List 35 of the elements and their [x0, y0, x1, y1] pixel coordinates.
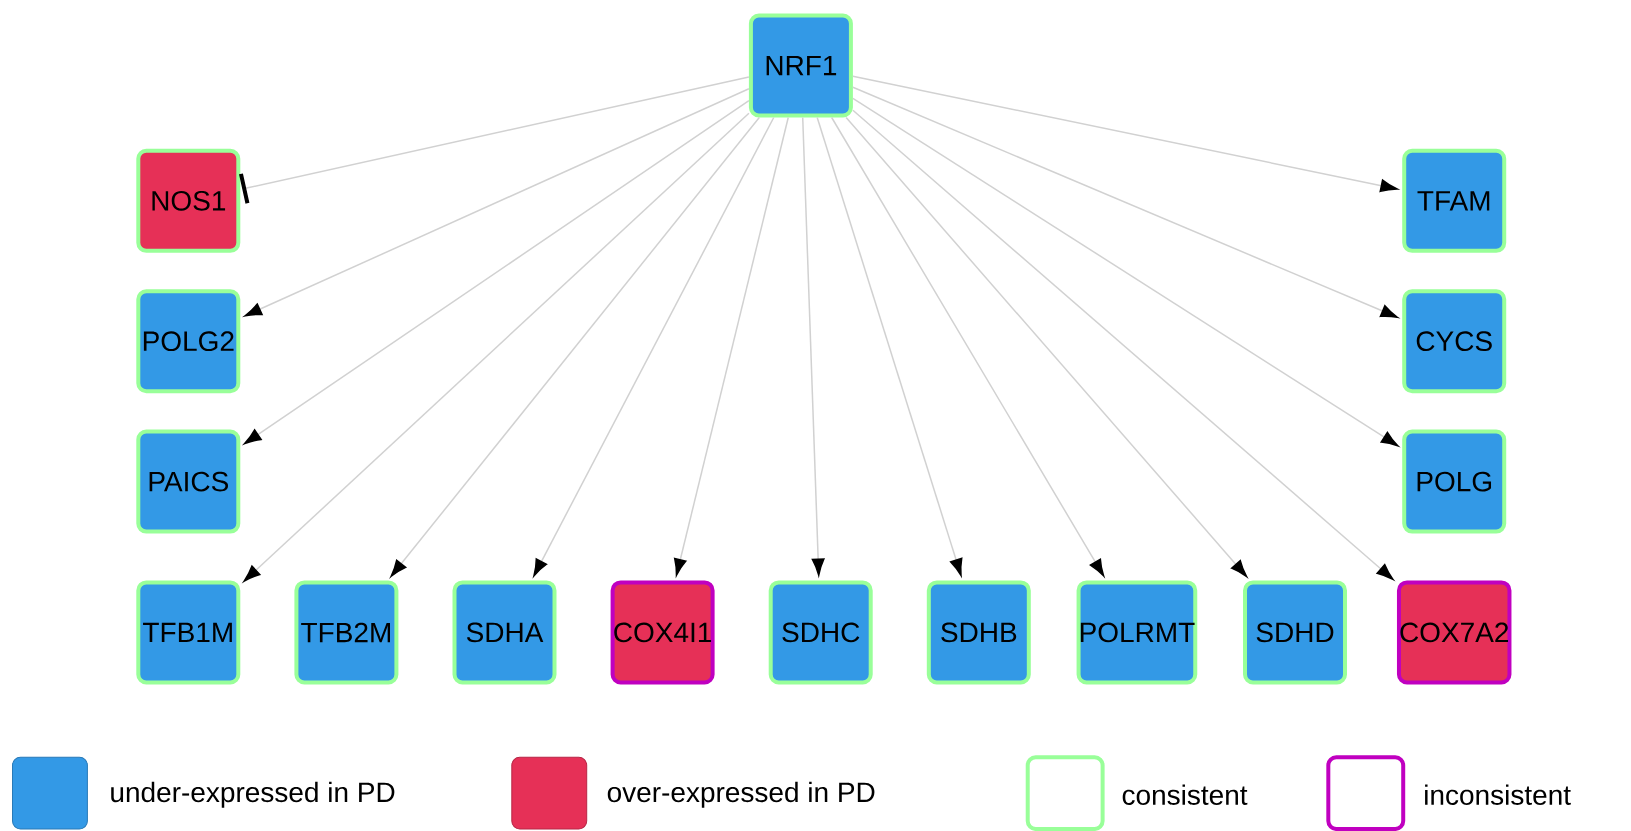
gene-box: SDHD: [1243, 580, 1347, 685]
arrow: [244, 88, 750, 317]
arrow: [852, 86, 1399, 318]
gene-box: SDHB: [926, 580, 1031, 685]
gene-box: NRF1: [748, 13, 853, 118]
arrow: [845, 116, 1248, 578]
gene-box: COX4I1: [610, 580, 715, 685]
arrow: [801, 116, 825, 576]
arrow: [852, 109, 1394, 581]
gene-box: CYCS: [1402, 289, 1507, 394]
arrow: [673, 116, 789, 576]
gene-box: TFAM: [1402, 148, 1507, 253]
gene-box: TFB1M: [136, 580, 241, 685]
arrow: [830, 116, 1105, 577]
gene-box: POLRMT: [1076, 580, 1198, 685]
legend-label: under-expressed in PD: [111, 781, 395, 808]
gene-box: COX7A2: [1396, 580, 1512, 685]
arrow: [243, 112, 750, 582]
gene-box: SDHA: [452, 580, 557, 685]
gene-box: NOS1: [136, 148, 241, 253]
arrow: [390, 116, 761, 577]
arrow: [243, 99, 750, 445]
legend-label: inconsistent: [1425, 784, 1571, 805]
legend-label: over-expressed in PD: [607, 781, 875, 808]
arrow: [852, 97, 1399, 447]
arrow: [533, 116, 775, 577]
gene-box: SDHC: [768, 580, 873, 685]
arrow: [852, 75, 1398, 193]
gene-box: POLG: [1402, 429, 1507, 534]
gene-box: TFB2M: [294, 580, 399, 685]
arrow: [816, 116, 963, 577]
legend-label: consistent: [1122, 784, 1248, 805]
gene-box: PAICS: [136, 429, 241, 534]
arrow: [239, 76, 750, 204]
gene-box: POLG2: [136, 289, 241, 394]
